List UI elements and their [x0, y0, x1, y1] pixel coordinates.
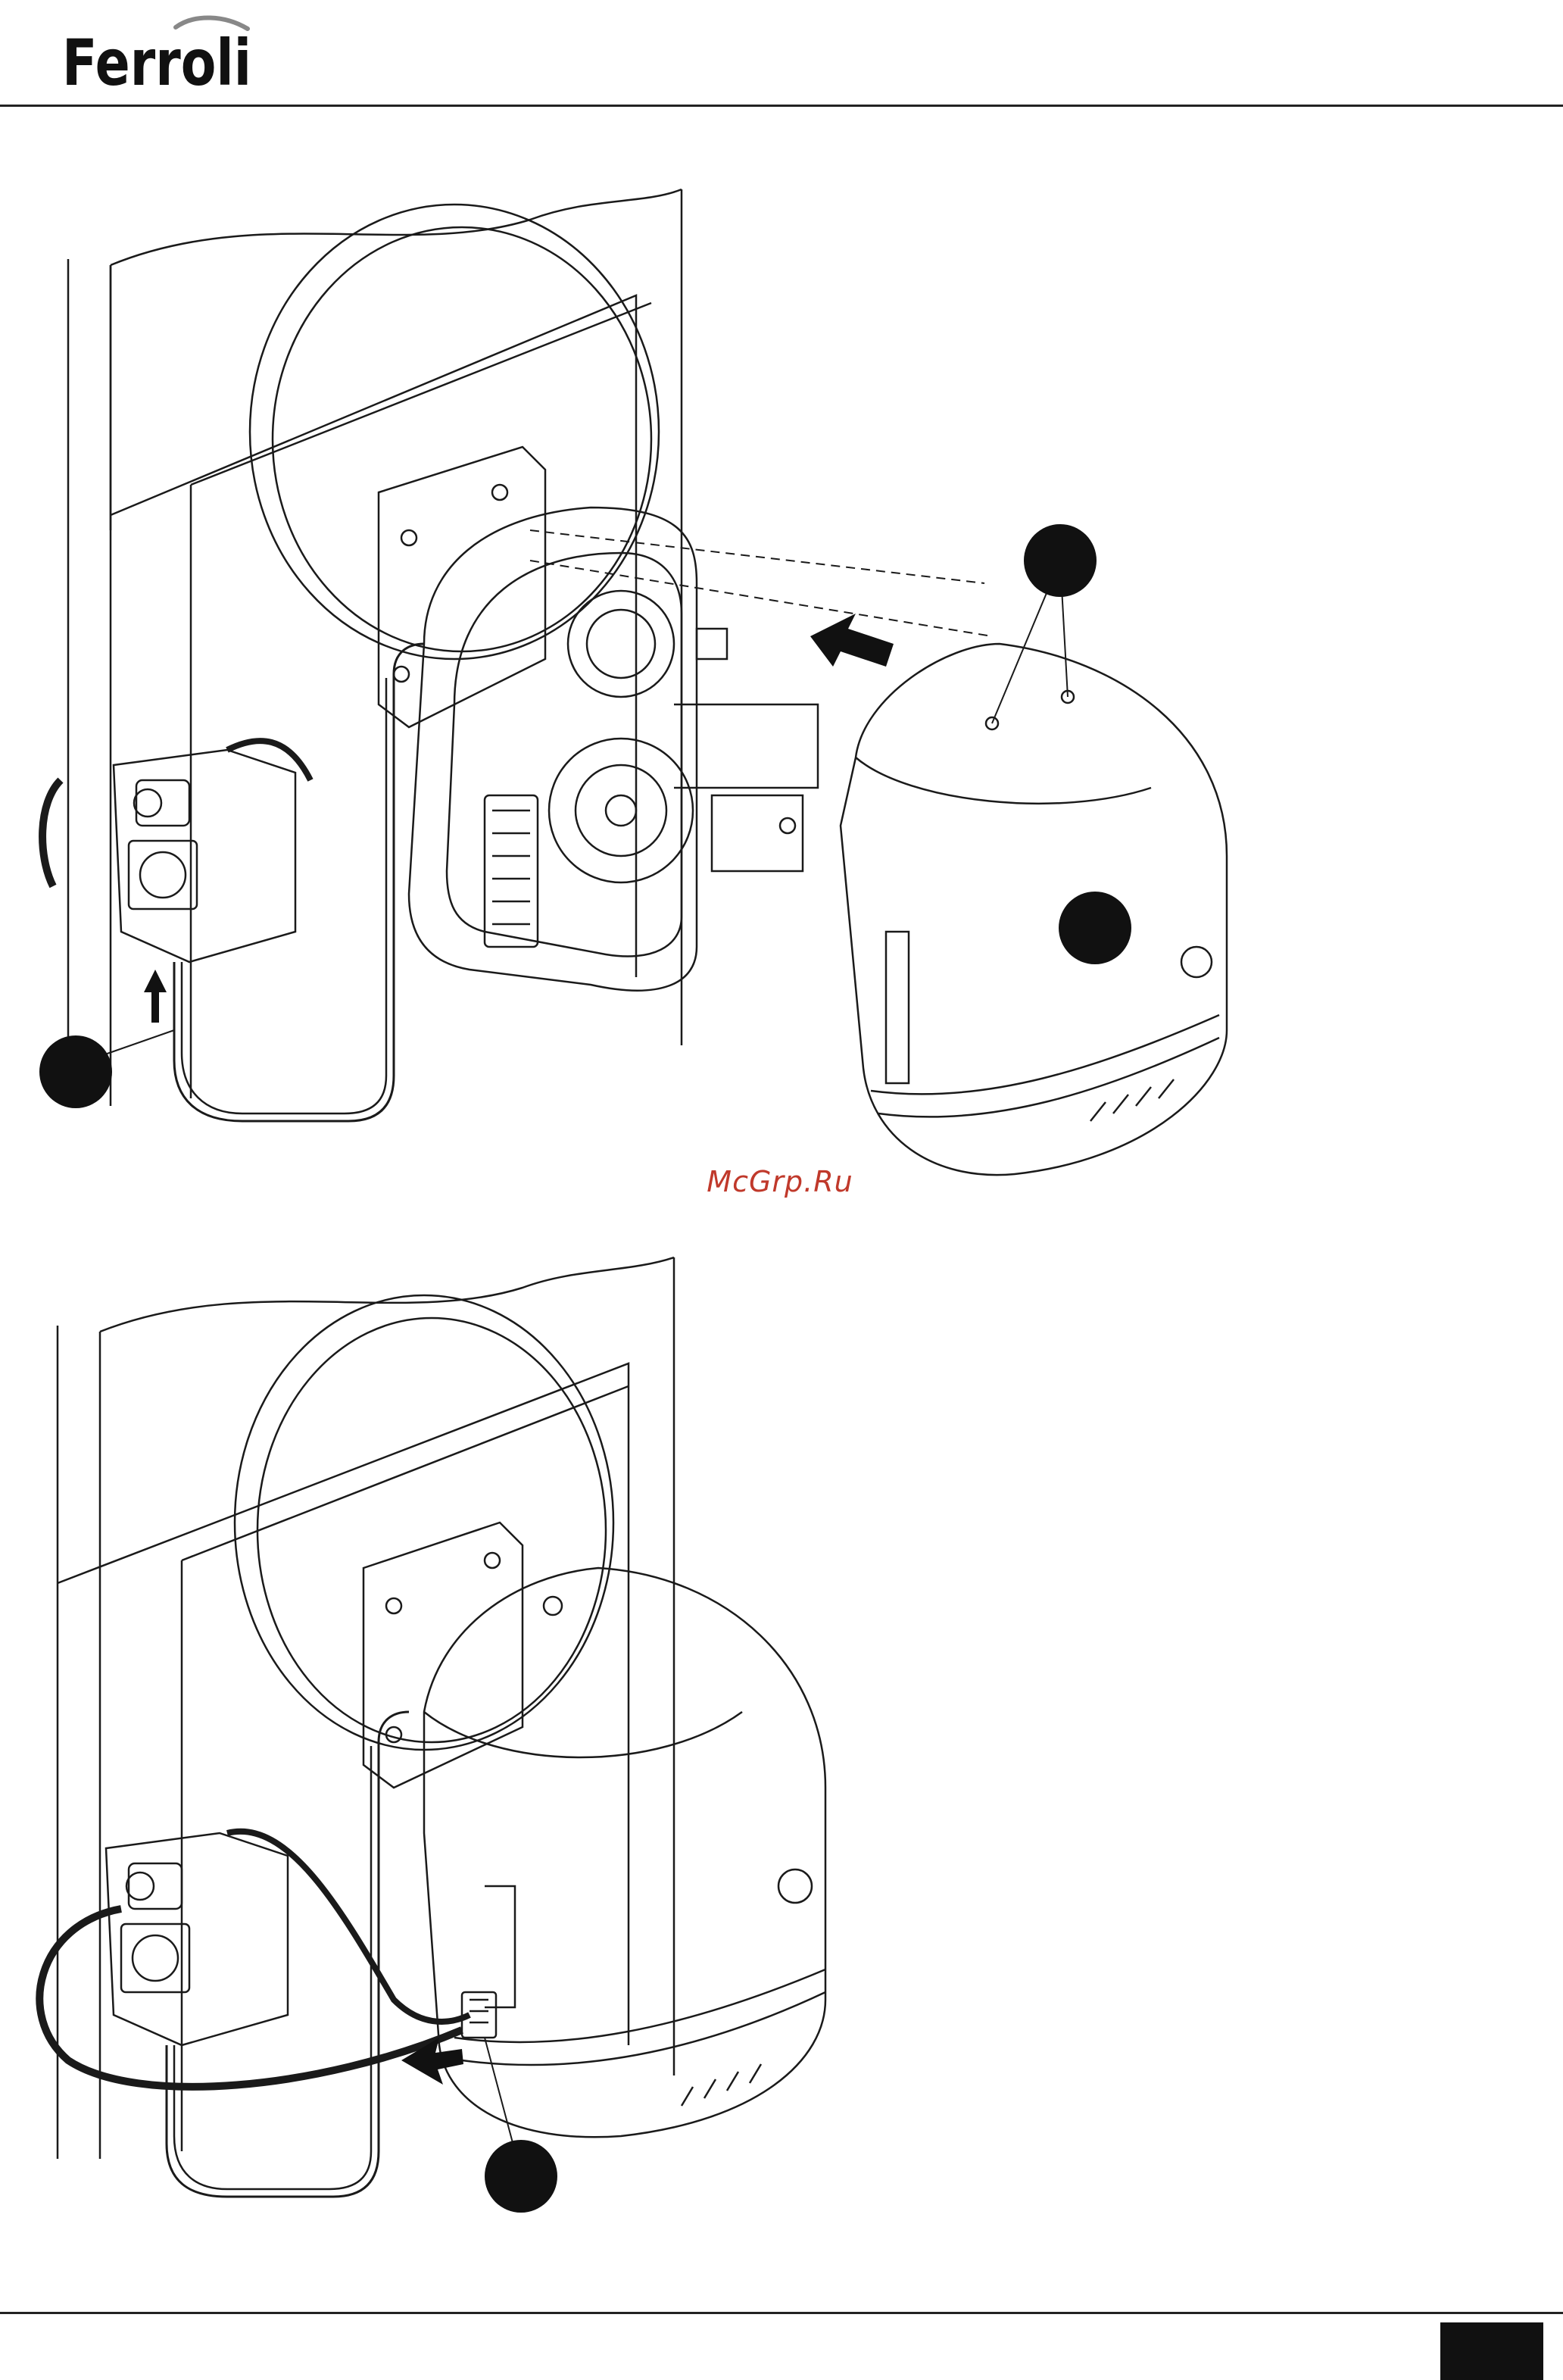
gas-pipe	[174, 644, 424, 1121]
push-arrow	[401, 2038, 463, 2085]
callout-marker-pipe	[39, 1035, 112, 1108]
boiler-flange	[235, 1295, 613, 1750]
boiler-outline	[58, 1257, 674, 2159]
push-arrow	[810, 614, 894, 667]
gas-valve	[42, 741, 310, 962]
electrical-cable	[39, 1832, 470, 2087]
figure-cover-removal	[0, 174, 1287, 1204]
callout-leaders	[98, 561, 1068, 1057]
figure-cover-fitted	[0, 1242, 909, 2257]
alignment-lines	[530, 530, 992, 636]
mounting-plate	[379, 447, 545, 727]
header-rule	[0, 105, 1563, 107]
watermark: McGrp.Ru	[666, 1165, 894, 1198]
burner-cover	[841, 644, 1227, 1175]
boiler-outline	[68, 189, 682, 1106]
gas-valve	[106, 1833, 288, 2045]
callout-marker-cover	[1059, 892, 1131, 964]
ferroli-logo: Ferroli	[62, 12, 259, 97]
footer-rule	[0, 2312, 1563, 2314]
burner-body	[409, 508, 818, 991]
burner-cover	[424, 1568, 825, 2137]
callout-marker-connector	[485, 2140, 557, 2213]
logo-graphic: Ferroli	[62, 12, 259, 97]
brand-logotype: Ferroli	[62, 26, 251, 100]
page-number-box	[1440, 2322, 1543, 2380]
up-arrow	[144, 970, 167, 1023]
callout-marker-screws	[1024, 524, 1097, 597]
